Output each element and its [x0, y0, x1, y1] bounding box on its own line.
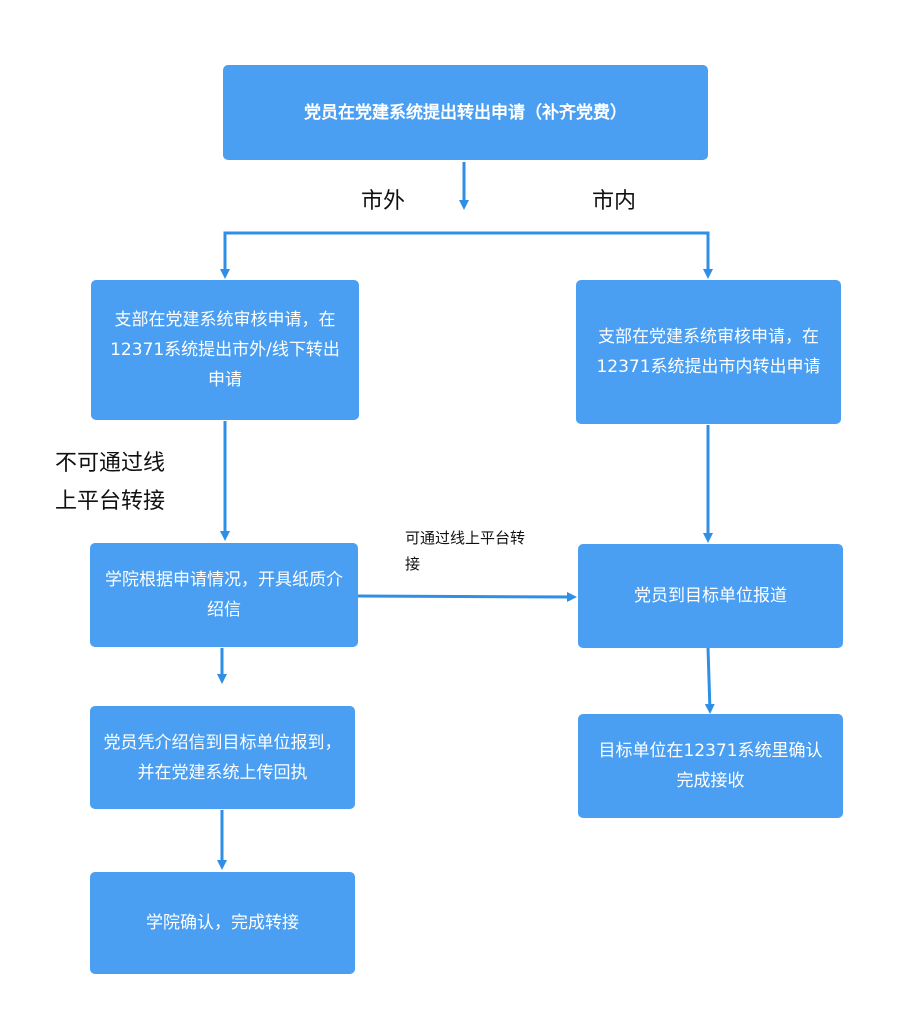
- label-out-of-city: 市外: [361, 189, 406, 214]
- node-target-confirm-text: 目标单位在12371系统里确认完成接收: [598, 741, 823, 791]
- label-in-city: 市内: [592, 189, 637, 214]
- node-start-text: 党员在党建系统提出转出申请（补齐党费）: [304, 102, 627, 123]
- node-college-letter-text: 学院根据申请情况，开具纸质介绍信: [105, 570, 343, 620]
- node-college-confirm-text: 学院确认，完成转接: [146, 913, 299, 933]
- node-college-confirm: 学院确认，完成转接: [90, 872, 355, 974]
- label-online: 可通过线上平台转接: [405, 529, 526, 573]
- node-left-branch-review-text: 支部在党建系统审核申请，在12371系统提出市外/线下转出申请: [110, 310, 340, 390]
- label-not-online: 不可通过线上平台转接: [55, 451, 166, 514]
- node-right-branch-review: 支部在党建系统审核申请，在12371系统提出市内转出申请: [576, 280, 841, 424]
- node-member-with-letter-text: 党员凭介绍信到目标单位报到，并在党建系统上传回执: [103, 732, 342, 783]
- arrow-letter-to-report: [357, 591, 577, 602]
- branch-line: [223, 231, 710, 274]
- node-start: 党员在党建系统提出转出申请（补齐党费）: [223, 65, 708, 160]
- node-member-report-text: 党员到目标单位报道: [634, 586, 787, 606]
- node-member-with-letter: 党员凭介绍信到目标单位报到，并在党建系统上传回执: [90, 706, 355, 809]
- node-college-letter: 学院根据申请情况，开具纸质介绍信: [90, 543, 358, 647]
- arrow-report-to-confirm: [704, 647, 715, 714]
- node-member-report: 党员到目标单位报道: [578, 544, 843, 648]
- node-left-branch-review: 支部在党建系统审核申请，在12371系统提出市外/线下转出申请: [91, 280, 359, 420]
- node-target-confirm: 目标单位在12371系统里确认完成接收: [578, 714, 843, 818]
- node-right-branch-review-text: 支部在党建系统审核申请，在12371系统提出市内转出申请: [596, 327, 821, 377]
